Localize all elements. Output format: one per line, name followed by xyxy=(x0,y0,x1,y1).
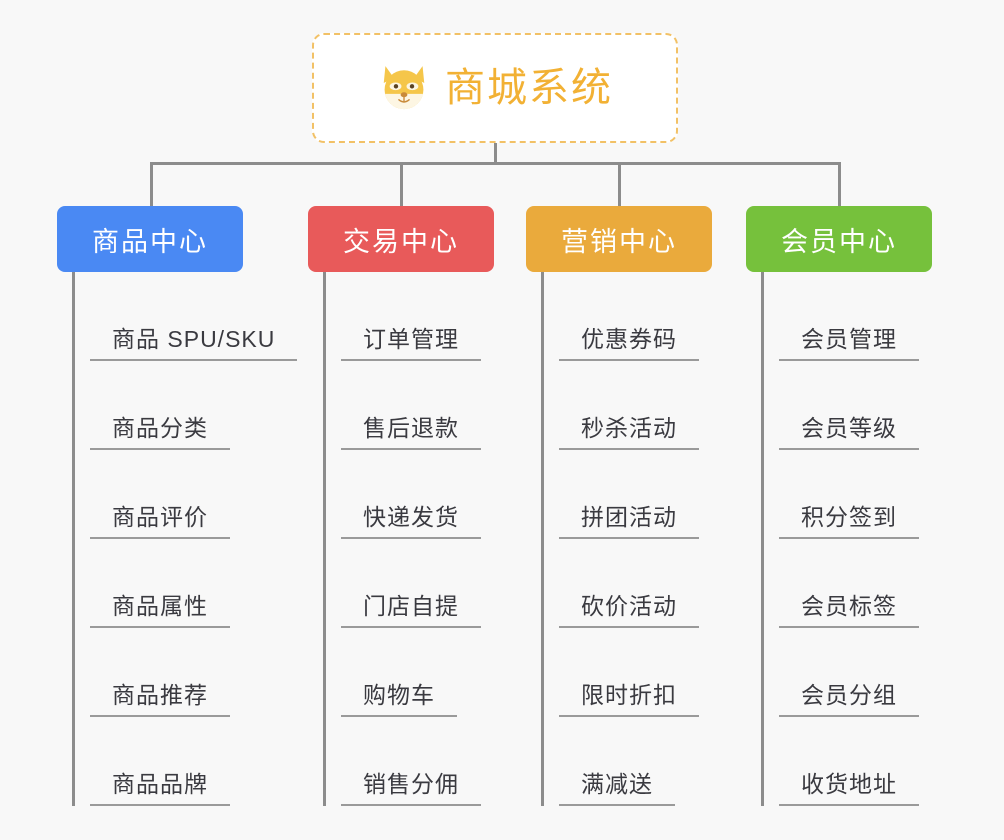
leaf-item-label: 门店自提 xyxy=(341,592,481,628)
connector-drop-product-center xyxy=(150,162,153,206)
leaf-item-label: 商品属性 xyxy=(90,592,230,628)
leaf-item[interactable]: 秒杀活动 xyxy=(541,361,699,450)
root-node-title: 商城系统 xyxy=(445,66,613,110)
leaf-item-label: 订单管理 xyxy=(341,325,481,361)
leaf-item[interactable]: 快递发货 xyxy=(323,450,481,539)
leaf-item[interactable]: 满减送 xyxy=(541,717,699,806)
leaf-item[interactable]: 商品属性 xyxy=(72,539,297,628)
leaf-item-label: 收货地址 xyxy=(779,770,919,806)
shiba-dog-face-icon xyxy=(383,66,425,110)
leaf-item[interactable]: 收货地址 xyxy=(761,717,919,806)
connector-spine-member-center xyxy=(761,272,764,806)
leaf-item[interactable]: 拼团活动 xyxy=(541,450,699,539)
category-box-marketing-center[interactable]: 营销中心 xyxy=(526,206,712,272)
leaf-item-label: 商品 SPU/SKU xyxy=(90,325,298,361)
leaf-item-label: 会员分组 xyxy=(779,681,919,717)
leaf-item-label: 购物车 xyxy=(341,681,457,717)
leaf-item[interactable]: 会员分组 xyxy=(761,628,919,717)
leaf-item[interactable]: 会员标签 xyxy=(761,539,919,628)
leaf-item-label: 快递发货 xyxy=(341,503,481,539)
leaf-item[interactable]: 优惠券码 xyxy=(541,272,699,361)
leaf-item-label: 销售分佣 xyxy=(341,770,481,806)
connector-spine-trade-center xyxy=(323,272,326,806)
root-node-shopping-mall-system[interactable]: 商城系统 xyxy=(312,33,678,143)
leaf-item-label: 会员等级 xyxy=(779,414,919,450)
leaf-item[interactable]: 会员等级 xyxy=(761,361,919,450)
leaf-item-label: 限时折扣 xyxy=(559,681,699,717)
category-label-trade-center: 交易中心 xyxy=(343,226,459,257)
leaf-item[interactable]: 商品品牌 xyxy=(72,717,297,806)
leaf-column-product-center: 商品 SPU/SKU 商品分类商品评价商品属性商品推荐商品品牌 xyxy=(72,272,298,806)
leaf-item-label: 积分签到 xyxy=(779,503,919,539)
leaf-column-trade-center: 订单管理售后退款快递发货门店自提购物车销售分佣 xyxy=(323,272,481,806)
leaf-item[interactable]: 限时折扣 xyxy=(541,628,699,717)
leaf-item-label: 商品评价 xyxy=(90,503,230,539)
leaf-column-marketing-center: 优惠券码秒杀活动拼团活动砍价活动限时折扣满减送 xyxy=(541,272,699,806)
leaf-item-label: 砍价活动 xyxy=(559,592,699,628)
leaf-item[interactable]: 砍价活动 xyxy=(541,539,699,628)
category-box-product-center[interactable]: 商品中心 xyxy=(57,206,243,272)
connector-drop-marketing-center xyxy=(618,162,621,206)
leaf-item[interactable]: 商品评价 xyxy=(72,450,297,539)
connector-horizontal-bar xyxy=(150,162,840,165)
category-label-member-center: 会员中心 xyxy=(781,226,897,257)
leaf-item[interactable]: 购物车 xyxy=(323,628,481,717)
connector-drop-trade-center xyxy=(400,162,403,206)
leaf-item[interactable]: 门店自提 xyxy=(323,539,481,628)
leaf-item-label: 会员标签 xyxy=(779,592,919,628)
leaf-item[interactable]: 销售分佣 xyxy=(323,717,481,806)
leaf-item-label: 拼团活动 xyxy=(559,503,699,539)
category-box-member-center[interactable]: 会员中心 xyxy=(746,206,932,272)
leaf-item-label: 满减送 xyxy=(559,770,675,806)
category-label-marketing-center: 营销中心 xyxy=(561,226,677,257)
category-label-product-center: 商品中心 xyxy=(92,226,208,257)
leaf-item-label: 秒杀活动 xyxy=(559,414,699,450)
leaf-item[interactable]: 积分签到 xyxy=(761,450,919,539)
leaf-item-label: 会员管理 xyxy=(779,325,919,361)
leaf-item-label: 优惠券码 xyxy=(559,325,699,361)
leaf-item[interactable]: 商品 SPU/SKU xyxy=(72,272,298,361)
connector-root-stem xyxy=(494,143,497,164)
connector-spine-marketing-center xyxy=(541,272,544,806)
leaf-item[interactable]: 会员管理 xyxy=(761,272,919,361)
leaf-item-label: 商品品牌 xyxy=(90,770,230,806)
leaf-item[interactable]: 商品推荐 xyxy=(72,628,297,717)
leaf-column-member-center: 会员管理会员等级积分签到会员标签会员分组收货地址 xyxy=(761,272,919,806)
connector-drop-member-center xyxy=(838,162,841,206)
leaf-item-label: 商品推荐 xyxy=(90,681,230,717)
leaf-item-label: 售后退款 xyxy=(341,414,481,450)
leaf-item[interactable]: 售后退款 xyxy=(323,361,481,450)
leaf-item-label: 商品分类 xyxy=(90,414,230,450)
leaf-item[interactable]: 商品分类 xyxy=(72,361,297,450)
leaf-item[interactable]: 订单管理 xyxy=(323,272,481,361)
category-box-trade-center[interactable]: 交易中心 xyxy=(308,206,494,272)
connector-spine-product-center xyxy=(72,272,75,806)
